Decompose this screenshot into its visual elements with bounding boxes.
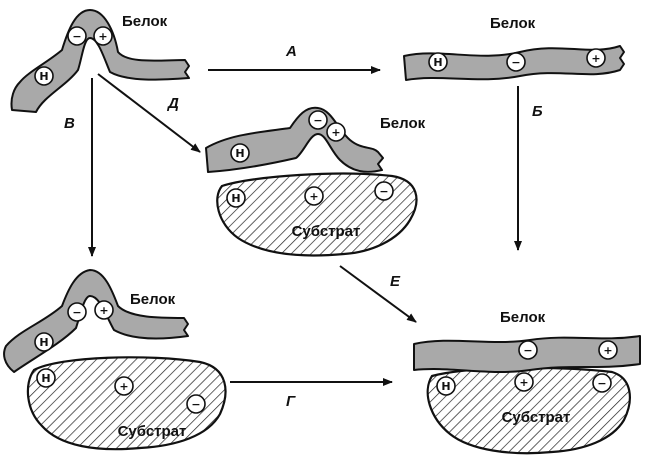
- substrate-label: Субстрат: [292, 223, 361, 240]
- neutral-charge: Н: [226, 188, 246, 208]
- arrow-v: В: [64, 78, 96, 257]
- protein-chain: [3, 269, 189, 373]
- protein-chain: [205, 106, 384, 173]
- negative-charge: −: [186, 394, 206, 414]
- state-unfolded-protein-on-substrate: − + Н + − Белок Субстрат: [413, 309, 641, 455]
- svg-text:+: +: [99, 304, 108, 317]
- state-folded-protein-on-substrate: − + Н Н + − Белок Субстрат: [3, 269, 227, 451]
- svg-text:+: +: [331, 126, 340, 139]
- neutral-charge: Н: [36, 368, 56, 388]
- svg-text:−: −: [72, 30, 81, 43]
- positive-charge: +: [326, 122, 346, 142]
- protein-label: Белок: [500, 309, 546, 326]
- neutral-charge: Н: [34, 332, 54, 352]
- protein-label: Белок: [490, 15, 536, 32]
- substrate-label: Субстрат: [502, 409, 571, 426]
- svg-text:−: −: [511, 56, 520, 69]
- positive-charge: +: [94, 300, 114, 320]
- substrate-label: Субстрат: [118, 423, 187, 440]
- svg-text:Н: Н: [41, 372, 50, 385]
- positive-charge: +: [598, 340, 618, 360]
- svg-text:−: −: [72, 306, 81, 319]
- svg-text:−: −: [191, 398, 200, 411]
- protein-label: Белок: [130, 291, 176, 308]
- svg-text:Н: Н: [441, 380, 450, 393]
- negative-charge: −: [592, 373, 612, 393]
- svg-text:+: +: [591, 52, 600, 65]
- positive-charge: +: [114, 376, 134, 396]
- arrow-a: А: [208, 43, 381, 74]
- svg-text:Н: Н: [235, 147, 244, 160]
- arrow-b: Б: [514, 86, 543, 251]
- arrow-g: Г: [230, 378, 393, 410]
- positive-charge: +: [514, 372, 534, 392]
- svg-text:Д: Д: [166, 95, 179, 112]
- negative-charge: −: [506, 52, 526, 72]
- protein-label: Белок: [122, 13, 168, 30]
- svg-text:А: А: [285, 43, 297, 60]
- svg-text:Е: Е: [390, 273, 401, 290]
- positive-charge: +: [93, 26, 113, 46]
- protein-chain: [10, 9, 190, 113]
- neutral-charge: Н: [34, 66, 54, 86]
- negative-charge: −: [518, 340, 538, 360]
- svg-text:Б: Б: [532, 103, 543, 120]
- svg-text:+: +: [309, 190, 318, 203]
- svg-text:Н: Н: [39, 336, 48, 349]
- state-protein-near-substrate: Н − + Белок Н + − Субстрат: [205, 106, 426, 257]
- arrow-d: Д: [97, 73, 201, 153]
- protein-label: Белок: [380, 115, 426, 132]
- svg-text:+: +: [603, 344, 612, 357]
- neutral-charge: Н: [436, 376, 456, 396]
- svg-text:+: +: [119, 380, 128, 393]
- negative-charge: −: [374, 181, 394, 201]
- neutral-charge: Н: [230, 143, 250, 163]
- svg-text:−: −: [597, 377, 606, 390]
- neutral-charge: Н: [428, 52, 448, 72]
- svg-text:Н: Н: [433, 56, 442, 69]
- substrate: Н + − Субстрат: [216, 172, 418, 257]
- positive-charge: +: [586, 48, 606, 68]
- svg-text:Н: Н: [39, 70, 48, 83]
- negative-charge: −: [308, 110, 328, 130]
- svg-text:−: −: [379, 185, 388, 198]
- negative-charge: −: [67, 26, 87, 46]
- substrate: [26, 356, 227, 451]
- svg-text:+: +: [98, 30, 107, 43]
- state-folded-protein: − + Н Белок: [10, 9, 190, 113]
- negative-charge: −: [67, 302, 87, 322]
- svg-text:В: В: [64, 115, 75, 132]
- positive-charge: +: [304, 186, 324, 206]
- svg-text:+: +: [519, 376, 528, 389]
- arrow-e: Е: [339, 265, 417, 323]
- svg-text:−: −: [523, 344, 532, 357]
- svg-text:−: −: [313, 114, 322, 127]
- svg-text:Н: Н: [231, 192, 240, 205]
- state-unfolded-protein: Н − + Белок: [403, 15, 625, 81]
- svg-text:Г: Г: [286, 393, 296, 410]
